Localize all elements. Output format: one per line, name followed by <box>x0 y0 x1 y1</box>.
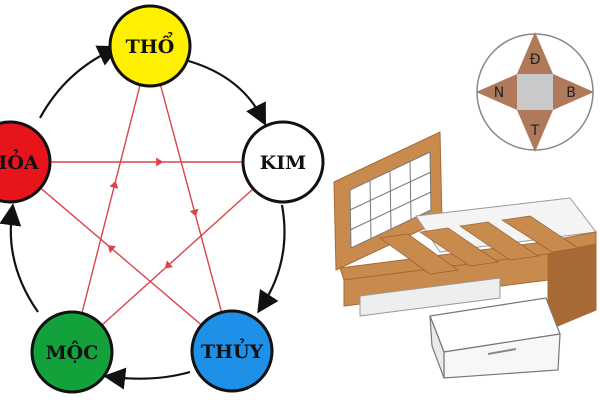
west-arrow <box>476 74 517 110</box>
cycle-arrow-tho-kim <box>184 58 267 126</box>
control-arrowhead-kim-moc <box>164 260 173 269</box>
compass-center <box>517 74 553 110</box>
tho-label: THỔ <box>126 31 175 58</box>
node-kim: KIM <box>241 120 325 204</box>
node-tho: THỔ <box>108 4 192 88</box>
control-line-thuy-hoa <box>40 187 202 326</box>
cycle-arrow-moc-hoa <box>0 203 39 313</box>
south-arrow <box>517 110 553 152</box>
moc-label: MỘC <box>46 340 99 364</box>
controlling-star <box>40 84 254 326</box>
east-arrow <box>553 74 594 110</box>
thuy-circle <box>190 309 274 393</box>
generating-cycle <box>0 45 286 390</box>
control-arrowhead-moc-tho <box>109 180 119 189</box>
headboard-grid <box>349 160 432 239</box>
node-hoa: HỎA <box>0 120 52 204</box>
storage-drawer <box>429 297 561 379</box>
north-arrow <box>517 32 553 74</box>
control-arrowhead-thuy-hoa <box>107 245 116 254</box>
control-arrowhead-hoa-kim <box>156 157 164 167</box>
bed-frame-illustration <box>333 131 597 379</box>
compass-west-label: N <box>494 85 504 101</box>
node-thuy: THỦY <box>190 309 274 393</box>
cycle-arrow-hoa-tho <box>39 45 120 119</box>
drawer-handle <box>487 348 517 355</box>
moc-circle <box>30 310 114 394</box>
hoa-label: HỎA <box>0 148 39 174</box>
bed-slats <box>379 215 579 275</box>
thuy-label: THỦY <box>201 337 264 363</box>
hoa-circle <box>0 120 52 204</box>
five-elements-diagram: THỔ KIM THỦY MỘC HỎA <box>0 4 325 394</box>
control-line-tho-thuy <box>159 84 223 313</box>
control-line-kim-moc <box>101 188 254 326</box>
cycle-arrow-thuy-moc <box>103 367 191 390</box>
control-arrowhead-tho-thuy <box>189 208 199 217</box>
compass-east-label: B <box>566 85 576 101</box>
compass-south-label: T <box>530 123 540 139</box>
foot-rail <box>547 243 597 331</box>
cycle-arrow-kim-thuy <box>257 204 286 314</box>
compass-rose: Đ T N B <box>476 32 594 152</box>
under-bed-shelf <box>359 277 501 317</box>
tho-circle <box>108 4 192 88</box>
kim-circle <box>241 120 325 204</box>
compass-north-label: Đ <box>530 52 541 68</box>
control-line-moc-tho <box>81 84 141 314</box>
node-moc: MỘC <box>30 310 114 394</box>
kim-label: KIM <box>260 152 306 174</box>
